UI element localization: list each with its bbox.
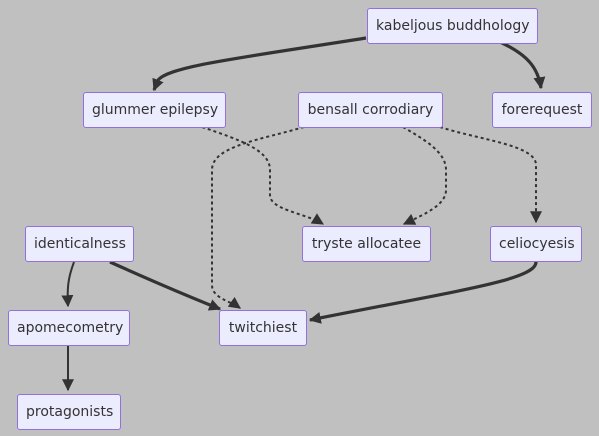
edge-kabeljous-to-forerequest: [499, 40, 546, 90]
node-kabeljous-buddhology[interactable]: kabeljous buddhology: [367, 8, 538, 44]
edge-bensall-to-celiocyesis: [439, 126, 542, 224]
node-label: identicalness: [34, 236, 126, 252]
node-celiocyesis[interactable]: celiocyesis: [490, 226, 582, 262]
node-protagonists[interactable]: protagonists: [17, 394, 121, 430]
node-label: forerequest: [501, 102, 583, 118]
node-forerequest[interactable]: forerequest: [492, 92, 592, 128]
edge-glummer-to-tryste: [201, 126, 325, 225]
node-glummer-epilepsy[interactable]: glummer epilepsy: [83, 92, 226, 128]
node-identicalness[interactable]: identicalness: [25, 226, 134, 262]
node-label: protagonists: [26, 404, 114, 420]
node-label: glummer epilepsy: [92, 102, 219, 118]
edge-bensall-to-tryste: [402, 126, 447, 225]
node-label: twitchiest: [228, 320, 298, 336]
node-twitchiest[interactable]: twitchiest: [219, 310, 307, 346]
edge-identicalness-to-twitchiest: [109, 260, 222, 311]
node-label: tryste allocatee: [311, 236, 422, 252]
node-label: bensall corrodiary: [307, 102, 434, 118]
node-bensall-corrodiary[interactable]: bensall corrodiary: [298, 92, 443, 128]
node-label: celiocyesis: [499, 236, 575, 252]
node-label: kabeljous buddhology: [376, 18, 530, 34]
edge-celiocyesis-to-twitchiest: [308, 261, 538, 324]
edge-kabeljous-to-glummer: [152, 36, 367, 92]
node-label: apomecometry: [17, 320, 124, 336]
node-apomecometry[interactable]: apomecometry: [8, 310, 130, 346]
node-tryste-allocatee[interactable]: tryste allocatee: [302, 226, 431, 262]
edge-bensall-to-twitchiest: [211, 126, 305, 309]
edge-identicalness-to-apomecometry: [61, 261, 75, 308]
